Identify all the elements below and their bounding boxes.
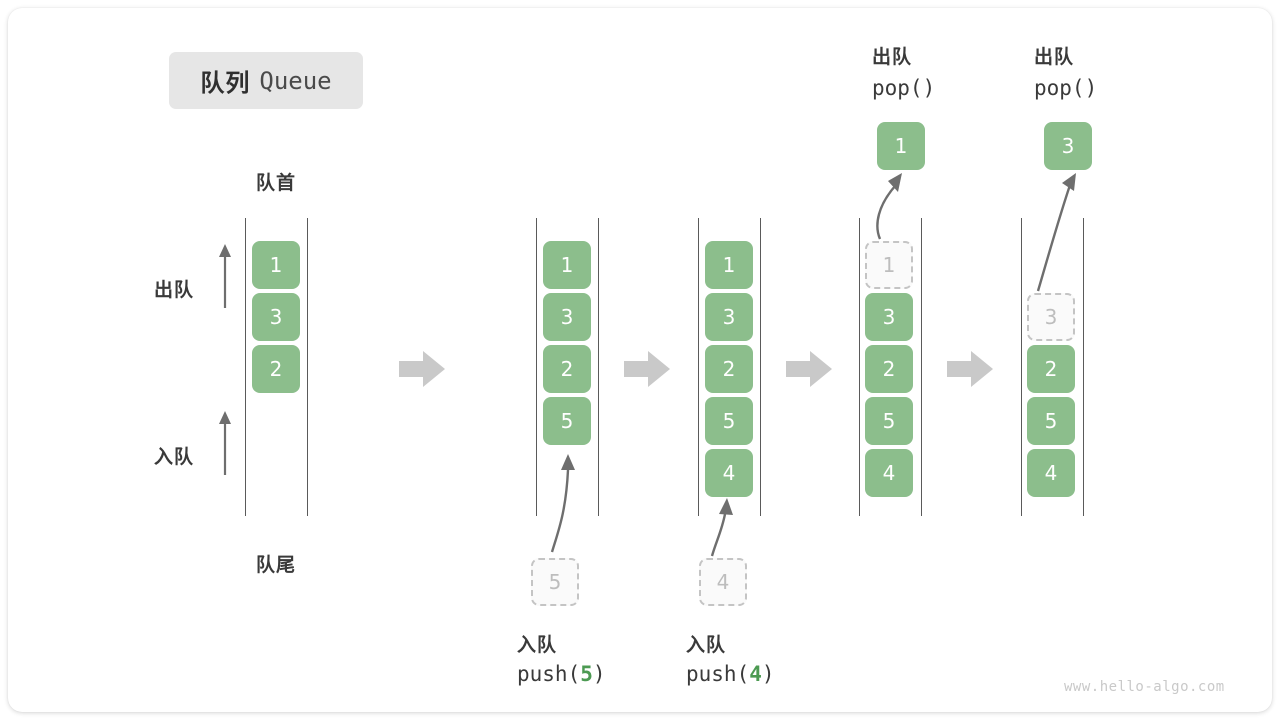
queue-cell: 5 — [1027, 397, 1075, 445]
pop-arrow-icon-4 — [876, 173, 902, 240]
incoming-ghost-cell: 4 — [699, 558, 747, 606]
push-code-suffix: ) — [761, 662, 775, 686]
queue-cell: 3 — [865, 293, 913, 341]
title-chinese: 队列 — [200, 70, 251, 97]
step-separator-arrow-icon — [399, 351, 445, 387]
queue-rail-right-2 — [598, 218, 599, 516]
queue-rail-right-1 — [307, 218, 308, 516]
queue-rail-right-5 — [1083, 218, 1084, 516]
push-caption-cn-3: 入队 — [686, 635, 727, 656]
queue-cell-ghost: 3 — [1027, 293, 1075, 341]
pop-caption-code-5: pop() — [1034, 76, 1098, 100]
enqueue-arrow-icon — [219, 411, 231, 475]
step-separator-arrow-icon — [947, 351, 993, 387]
queue-cell: 1 — [543, 241, 591, 289]
queue-rail-left-1 — [245, 218, 246, 516]
queue-cell: 1 — [252, 241, 300, 289]
queue-cell: 1 — [705, 241, 753, 289]
queue-head-label: 队首 — [255, 173, 296, 194]
queue-cell: 3 — [252, 293, 300, 341]
title-badge: 队列 Queue — [169, 52, 363, 109]
queue-rail-left-3 — [698, 218, 699, 516]
queue-cell: 2 — [865, 345, 913, 393]
push-arrow-icon-2 — [550, 454, 575, 553]
queue-cell: 3 — [705, 293, 753, 341]
queue-tail-label: 队尾 — [255, 555, 296, 576]
diagram-card: 队列 Queue 队首 出队 入队 1 3 2 队尾 1 3 2 5 5 入队 … — [8, 8, 1272, 712]
popped-cell: 3 — [1044, 122, 1092, 170]
queue-cell: 2 — [705, 345, 753, 393]
step-separator-arrow-icon — [624, 351, 670, 387]
push-code-number: 4 — [749, 662, 762, 686]
push-caption-code-2: push(5) — [517, 662, 606, 686]
queue-rail-left-4 — [859, 218, 860, 516]
queue-cell: 5 — [865, 397, 913, 445]
queue-rail-right-3 — [760, 218, 761, 516]
enqueue-direction-label: 入队 — [154, 447, 195, 468]
queue-rail-left-5 — [1021, 218, 1022, 516]
queue-cell: 4 — [1027, 449, 1075, 497]
queue-cell: 3 — [543, 293, 591, 341]
queue-cell: 5 — [543, 397, 591, 445]
dequeue-arrow-icon — [219, 244, 231, 308]
incoming-ghost-cell: 5 — [531, 558, 579, 606]
push-code-prefix: push( — [686, 662, 750, 686]
popped-cell: 1 — [877, 122, 925, 170]
push-code-number: 5 — [580, 662, 593, 686]
pop-arrow-icon-5 — [1036, 173, 1076, 292]
queue-rail-left-2 — [536, 218, 537, 516]
push-code-suffix: ) — [592, 662, 606, 686]
queue-cell-ghost: 1 — [865, 241, 913, 289]
step-separator-arrow-icon — [786, 351, 832, 387]
queue-rail-right-4 — [921, 218, 922, 516]
pop-caption-cn-5: 出队 — [1034, 47, 1075, 68]
pop-caption-cn-4: 出队 — [872, 47, 913, 68]
push-code-prefix: push( — [517, 662, 581, 686]
push-caption-cn-2: 入队 — [517, 635, 558, 656]
queue-cell: 2 — [1027, 345, 1075, 393]
dequeue-direction-label: 出队 — [154, 280, 195, 301]
title-english: Queue — [259, 66, 332, 95]
pop-caption-code-4: pop() — [872, 76, 936, 100]
push-caption-code-3: push(4) — [686, 662, 775, 686]
queue-cell: 5 — [705, 397, 753, 445]
queue-cell: 4 — [705, 449, 753, 497]
push-arrow-icon-3 — [710, 498, 733, 557]
watermark: www.hello-algo.com — [1064, 679, 1225, 695]
queue-cell: 4 — [865, 449, 913, 497]
queue-cell: 2 — [543, 345, 591, 393]
queue-cell: 2 — [252, 345, 300, 393]
